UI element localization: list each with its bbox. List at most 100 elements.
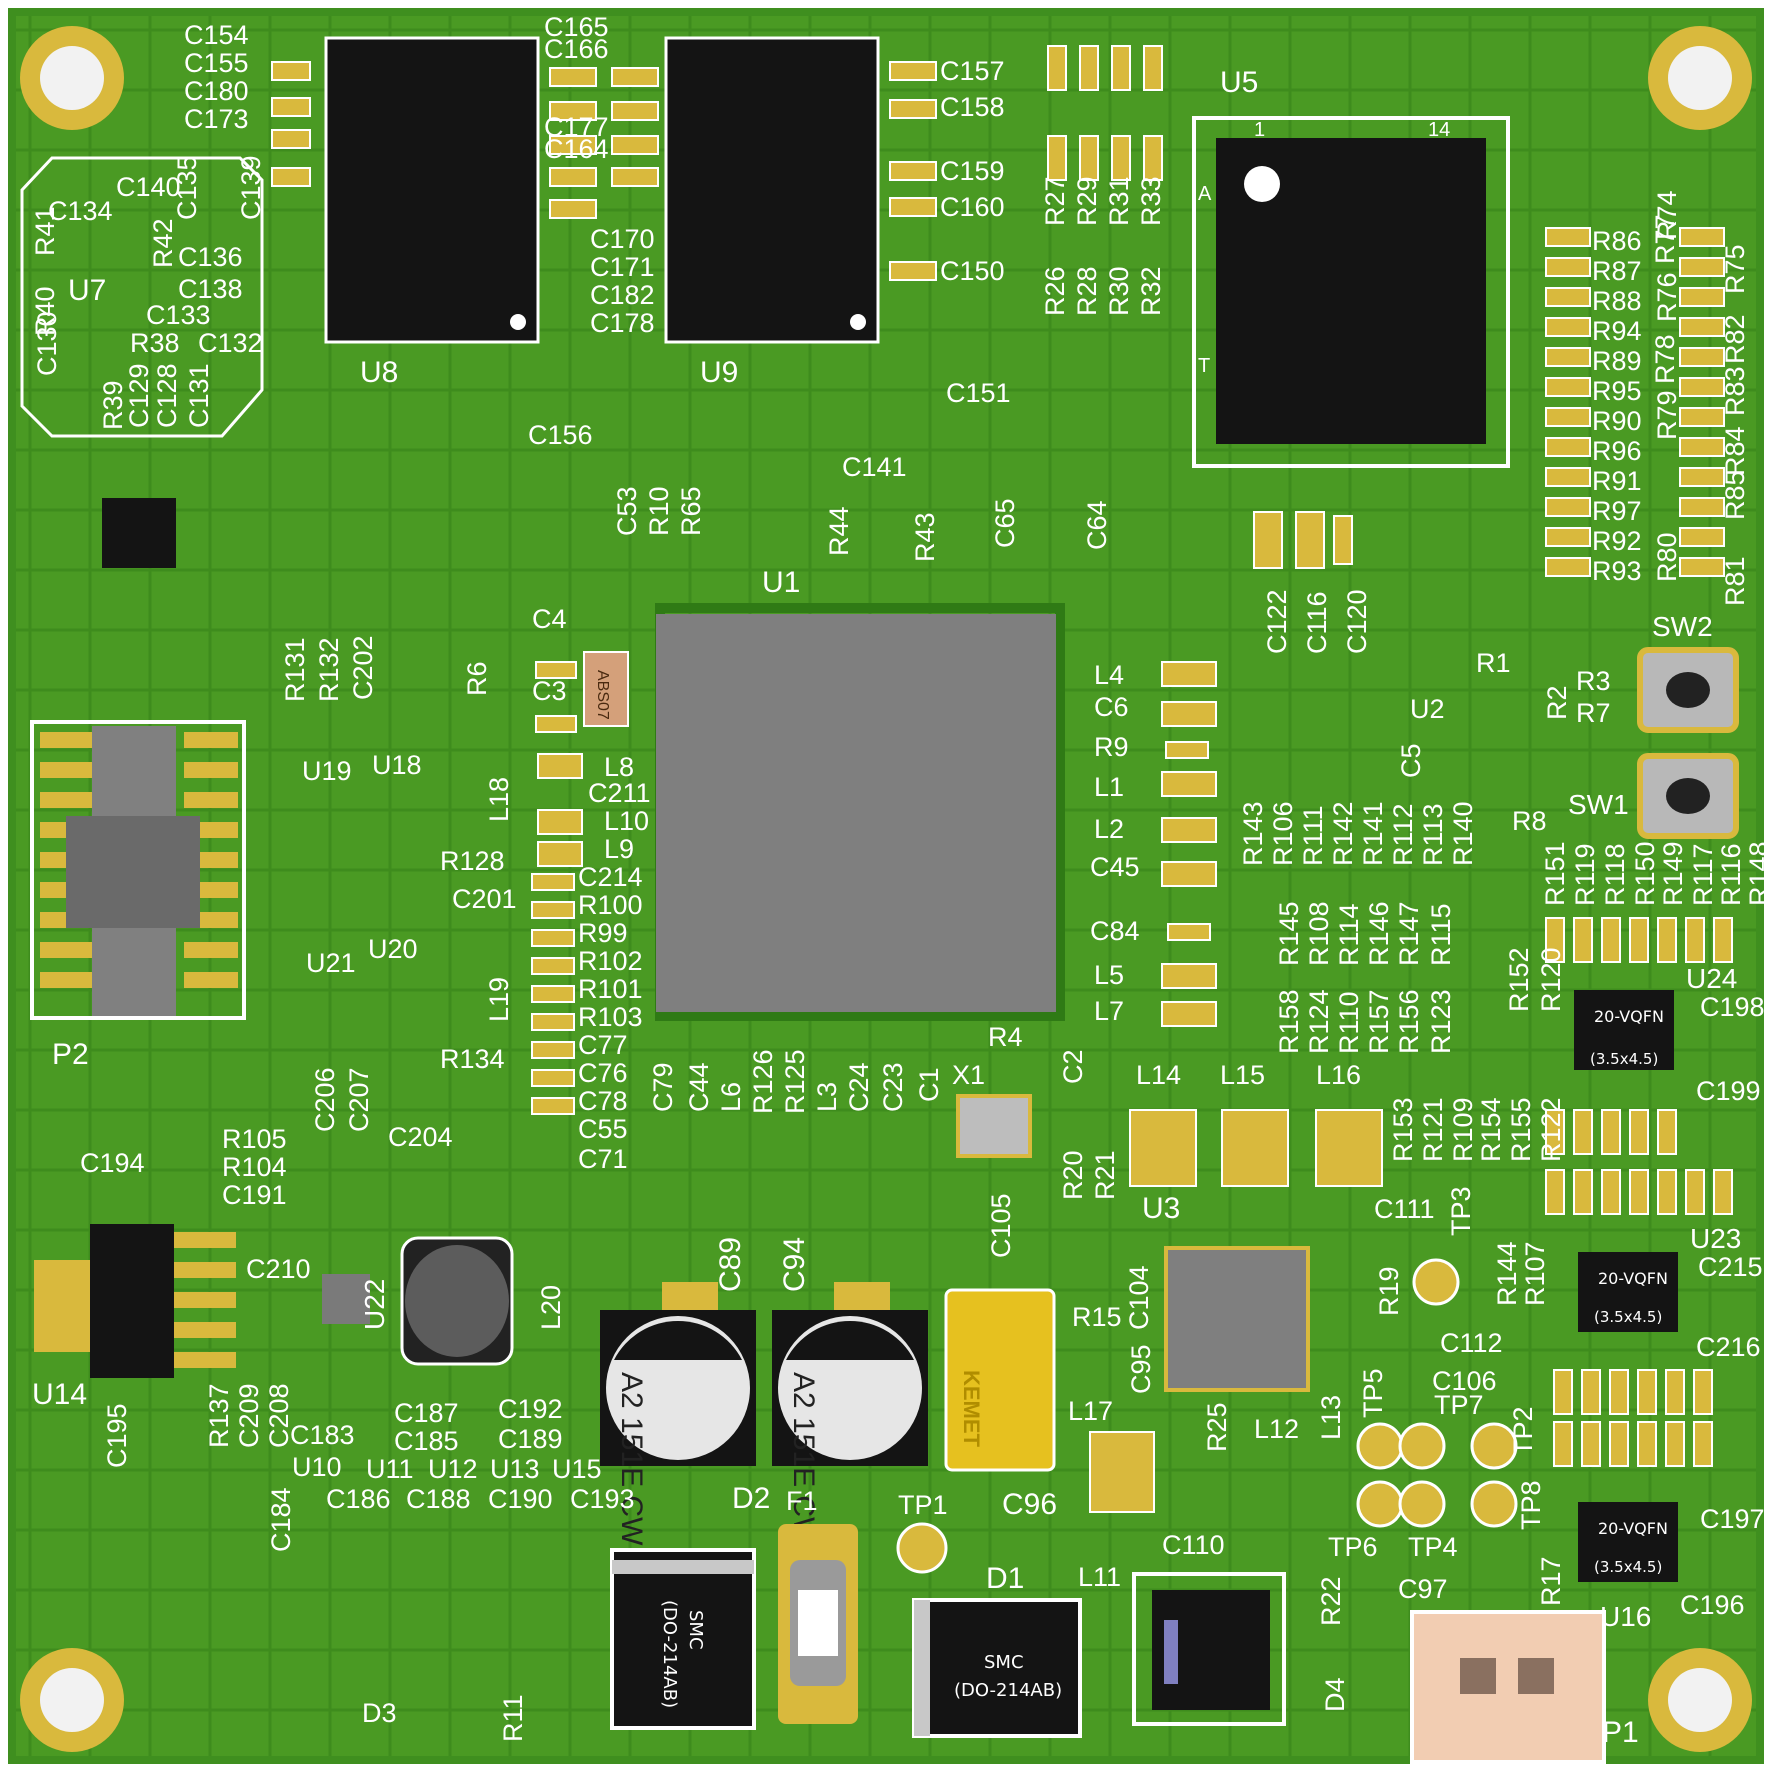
label-r90: R90 <box>1592 406 1642 436</box>
label-r39: R39 <box>98 380 128 430</box>
label-c128: C128 <box>152 363 182 428</box>
label-r123: R123 <box>1426 989 1456 1054</box>
label-c209: C209 <box>234 1383 264 1448</box>
label-tp2: TP2 <box>1508 1406 1538 1456</box>
label-r131: R131 <box>280 637 310 702</box>
label-r15: R15 <box>1072 1302 1122 1332</box>
u16-label: U16 <box>1600 1601 1651 1632</box>
u24-pkg-line1: 20-VQFN <box>1594 1007 1664 1026</box>
label-c208: C208 <box>264 1383 294 1448</box>
label-r142: R142 <box>1328 801 1358 866</box>
u24-chip <box>1574 990 1674 1070</box>
label-r110: R110 <box>1334 991 1364 1054</box>
u9-label: U9 <box>700 356 738 389</box>
label-tp4: TP4 <box>1408 1532 1458 1562</box>
d1-diode <box>912 1598 1082 1738</box>
label-l18: L18 <box>484 777 514 822</box>
label-r10: R10 <box>644 486 674 536</box>
label-c185: C185 <box>394 1426 459 1456</box>
label-c215: C215 <box>1698 1252 1763 1282</box>
u7-outline <box>20 156 264 438</box>
label-c76: C76 <box>578 1058 628 1088</box>
label-c45: C45 <box>1090 852 1140 882</box>
label-c154: C154 <box>184 20 249 50</box>
label-c122: C122 <box>1262 589 1292 654</box>
label-r43: R43 <box>910 512 940 562</box>
u5-label: U5 <box>1220 66 1258 99</box>
label-r106: R106 <box>1268 801 1298 866</box>
label-r152: R152 <box>1504 947 1534 1012</box>
label-r75: R75 <box>1720 244 1750 294</box>
u22-chip <box>322 1274 370 1324</box>
label-c135: C135 <box>172 155 202 220</box>
label-x1: X1 <box>952 1060 985 1090</box>
label-c204: C204 <box>388 1122 453 1152</box>
label-tp1: TP1 <box>898 1490 948 1520</box>
label-d4: D4 <box>1320 1677 1350 1712</box>
label-c207: C207 <box>344 1067 374 1132</box>
label-u21: U21 <box>306 948 356 978</box>
label-r89: R89 <box>1592 346 1642 376</box>
label-c206: C206 <box>310 1067 340 1132</box>
label-c171: C171 <box>590 252 655 282</box>
label-c186: C186 <box>326 1484 391 1514</box>
label-r140: R140 <box>1448 801 1478 866</box>
label-r145: R145 <box>1274 901 1304 966</box>
label-f1: F1 <box>786 1486 818 1516</box>
label-c180: C180 <box>184 76 249 106</box>
label-l16: L16 <box>1316 1060 1361 1090</box>
label-r95: R95 <box>1592 376 1642 406</box>
label-r29: R29 <box>1072 176 1102 226</box>
label-r81: R81 <box>1720 556 1750 606</box>
label-r112: R112 <box>1388 803 1418 866</box>
label-l8: L8 <box>604 752 634 782</box>
c89-marking: A2 151E CW <box>615 1372 648 1546</box>
label-c3: C3 <box>532 676 567 706</box>
label-tp7: TP7 <box>1434 1390 1484 1420</box>
label-c64: C64 <box>1082 500 1112 550</box>
label-l12: L12 <box>1254 1414 1299 1444</box>
label-r83: R83 <box>1720 366 1750 416</box>
label-r154: R154 <box>1476 1097 1506 1162</box>
label-l14: L14 <box>1136 1060 1181 1090</box>
label-c196: C196 <box>1680 1590 1745 1620</box>
label-r6: R6 <box>462 661 492 696</box>
label-r19: R19 <box>1374 1266 1404 1316</box>
sw2-label: SW2 <box>1652 611 1713 642</box>
label-c190: C190 <box>488 1484 553 1514</box>
label-c133: C133 <box>146 300 211 330</box>
c89-capacitor: A2 151E CW <box>600 1282 756 1546</box>
label-c158: C158 <box>940 92 1005 122</box>
label-u20: U20 <box>368 934 418 964</box>
label-c201: C201 <box>452 884 517 914</box>
u23-pkg-line2: (3.5x4.5) <box>1594 1308 1662 1326</box>
d2-label: D2 <box>732 1482 770 1515</box>
u14-chip <box>90 1224 174 1378</box>
test-point <box>896 1258 1518 1574</box>
label-r31: R31 <box>1104 176 1134 226</box>
label-c120: C120 <box>1342 589 1372 654</box>
label-u12: U12 <box>428 1454 478 1484</box>
label-l19: L19 <box>484 977 514 1022</box>
label-r87: R87 <box>1592 256 1642 286</box>
label-c4: C4 <box>532 604 567 634</box>
label-r97: R97 <box>1592 496 1642 526</box>
label-c24: C24 <box>844 1062 874 1112</box>
label-r3: R3 <box>1576 666 1611 696</box>
label-r124: R124 <box>1304 989 1334 1054</box>
label-r122: R122 <box>1536 1097 1566 1162</box>
label-r28: R28 <box>1072 266 1102 316</box>
label-r84: R84 <box>1720 426 1750 476</box>
label-r7: R7 <box>1576 698 1611 728</box>
label-r22: R22 <box>1316 1576 1346 1626</box>
u5-row-a-mark: A <box>1198 183 1212 205</box>
label-r121: R121 <box>1418 1097 1448 1162</box>
label-r118: R118 <box>1600 843 1630 906</box>
mounting-hole <box>20 1648 124 1752</box>
label-tp5: TP5 <box>1358 1368 1388 1418</box>
label-c136: C136 <box>178 242 243 272</box>
x2-marking: ABS07 <box>594 670 611 720</box>
c94-marking: A2 151E CW <box>787 1372 820 1546</box>
label-u10: U10 <box>292 1452 342 1482</box>
